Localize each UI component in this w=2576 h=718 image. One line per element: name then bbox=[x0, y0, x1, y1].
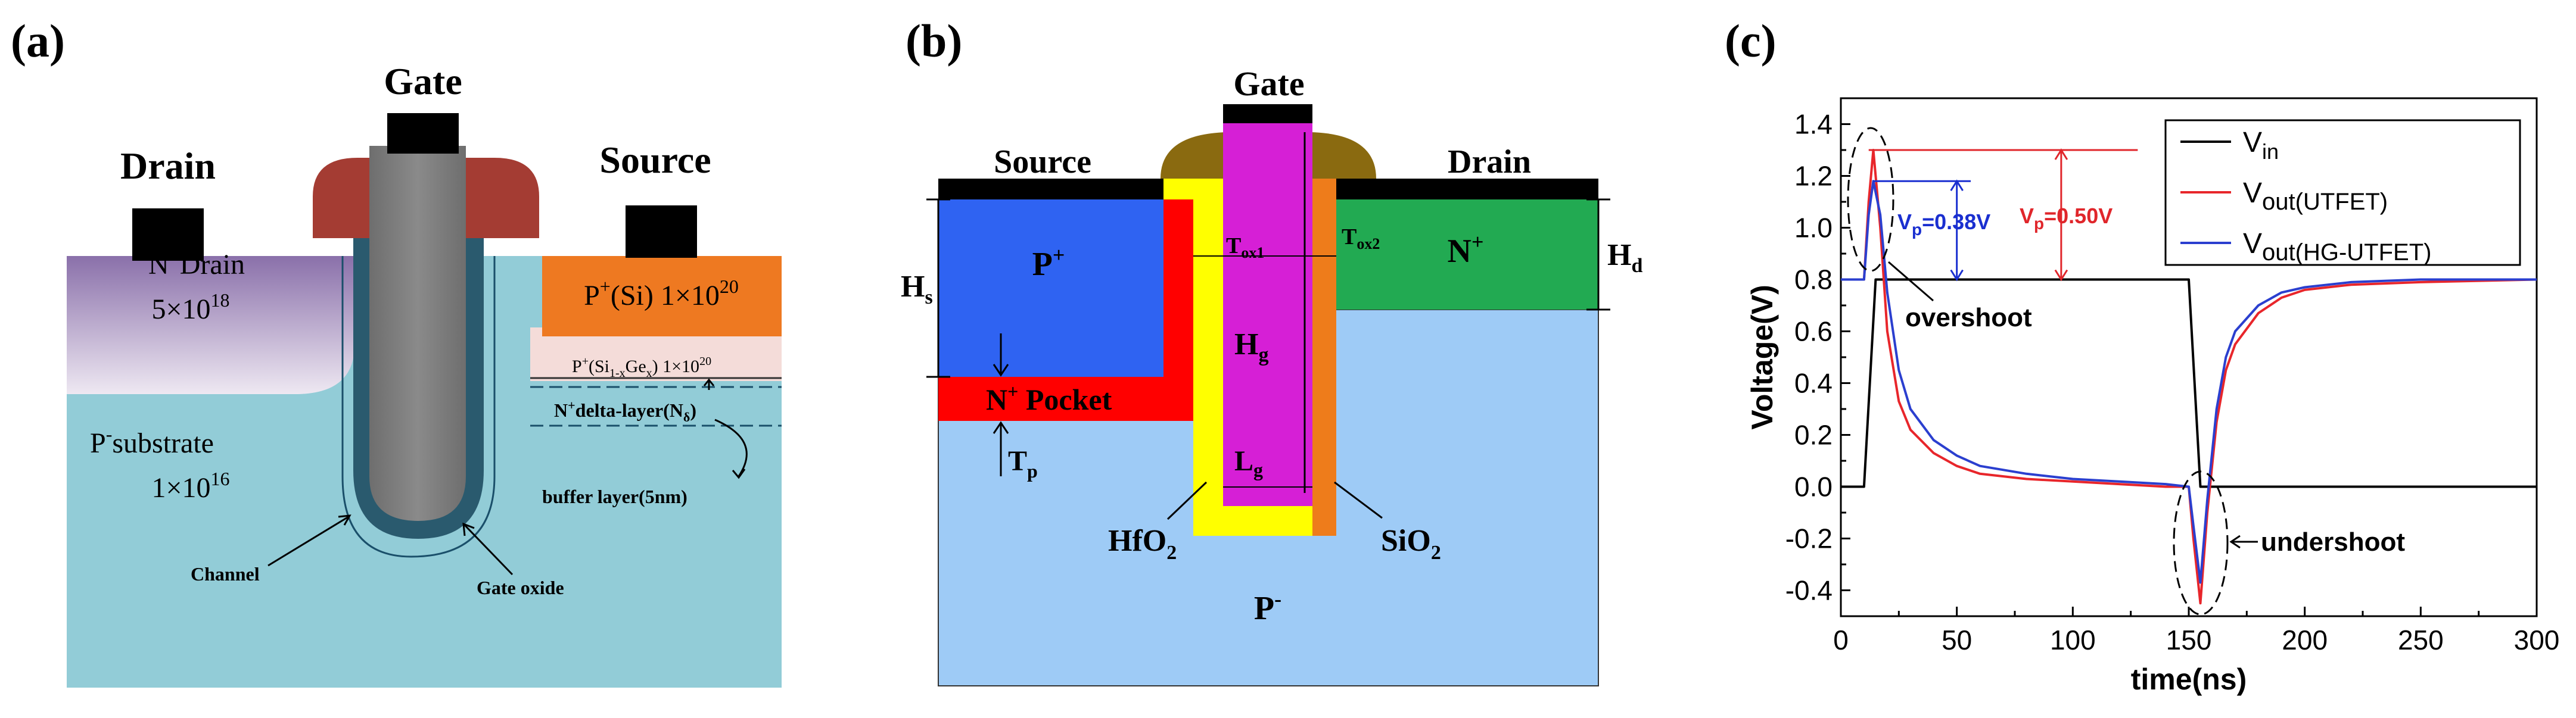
lg-label: Lg bbox=[1234, 445, 1263, 480]
vp2-label: Vp=0.50V bbox=[2020, 204, 2113, 233]
drain-contact bbox=[132, 208, 204, 261]
x-axis-label: time(ns) bbox=[2131, 663, 2247, 696]
y-tick-label: 0.8 bbox=[1794, 264, 1833, 295]
series-lines bbox=[1841, 149, 2537, 605]
x-tick-label: 300 bbox=[2514, 625, 2560, 655]
panel-c-label: (c) bbox=[1725, 15, 1777, 67]
drain-contact bbox=[1336, 179, 1598, 199]
gate-label: Gate bbox=[1233, 64, 1304, 103]
y-tick-label: 0.0 bbox=[1794, 472, 1833, 502]
x-ticks: 0 50 100 150 200 250 300 bbox=[1833, 607, 2559, 655]
gate-label: Gate bbox=[384, 60, 462, 102]
delta-layer-label: N+delta-layer(Nδ) bbox=[554, 398, 696, 424]
source-region-label: P+(Si) 1×1020 bbox=[584, 276, 739, 311]
undershoot-ellipse bbox=[2173, 470, 2229, 616]
y-tick-label: -0.4 bbox=[1785, 575, 1833, 606]
legend-entry-utfet: Vout(UTFET) bbox=[2243, 177, 2388, 215]
x-tick-label: 200 bbox=[2282, 625, 2328, 655]
gate-electrode bbox=[1223, 110, 1312, 506]
pocket-label: N+ Pocket bbox=[986, 380, 1112, 416]
panel-a: (a) bbox=[11, 15, 782, 688]
source-region bbox=[542, 256, 782, 336]
vin-line bbox=[1841, 278, 2537, 488]
x-tick-label: 50 bbox=[1942, 625, 1972, 655]
overshoot-label: overshoot bbox=[1905, 303, 2032, 332]
source-label: Source bbox=[599, 139, 711, 181]
drain-region-label: N+Drain bbox=[148, 245, 245, 280]
utfet-line bbox=[1841, 149, 2537, 605]
vp-annotations bbox=[1868, 148, 2138, 282]
y-tick-label: 1.0 bbox=[1794, 213, 1833, 244]
vp2-arrow-top bbox=[2054, 148, 2068, 160]
legend-entry-hgutfet: Vout(HG-UTFET) bbox=[2243, 228, 2431, 266]
y-ticks: -0.4 -0.2 0.0 0.2 0.4 0.6 0.8 1.0 1.2 1.4 bbox=[1785, 97, 1850, 606]
hfo2-layer bbox=[1193, 179, 1223, 536]
source-contact bbox=[626, 205, 697, 258]
n-pocket bbox=[938, 377, 1193, 421]
vp1-arrow-top bbox=[1950, 179, 1964, 191]
hs-label: Hs bbox=[901, 270, 933, 308]
vp1-arrow-bottom bbox=[1950, 269, 1964, 282]
gate-contact bbox=[1223, 104, 1312, 123]
hfo2-label: HfO2 bbox=[1108, 524, 1177, 564]
channel-label: Channel bbox=[191, 563, 260, 585]
gate-oxide-label: Gate oxide bbox=[477, 577, 564, 598]
overshoot-ellipse bbox=[1847, 127, 1894, 272]
hgutfet-line bbox=[1841, 180, 2537, 584]
sige-label: P+(Si1-xGex) 1×1020 bbox=[572, 355, 711, 380]
x-tick-label: 100 bbox=[2050, 625, 2096, 655]
y-tick-label: -0.2 bbox=[1785, 523, 1833, 554]
y-tick-label: 1.4 bbox=[1794, 109, 1833, 140]
drain-label: Drain bbox=[1448, 143, 1531, 180]
substrate-doping-label: 1×1016 bbox=[151, 468, 229, 504]
buffer-layer-label: buffer layer(5nm) bbox=[542, 486, 687, 507]
n-plus-label: N+ bbox=[1448, 230, 1484, 270]
substrate-label: P-substrate bbox=[90, 423, 214, 459]
p-plus-label: P+ bbox=[1032, 243, 1065, 283]
vp2-arrow-bottom bbox=[2054, 269, 2068, 282]
source-region bbox=[938, 199, 1163, 377]
drain-label: Drain bbox=[120, 145, 216, 187]
sio2-label: SiO2 bbox=[1381, 524, 1441, 564]
panel-c: (c) 0 50 100 150 200 250 300 -0.4 -0.2 0.0 0.2 0.4… bbox=[1725, 15, 2559, 696]
source-contact bbox=[938, 179, 1163, 199]
x-tick-label: 250 bbox=[2398, 625, 2444, 655]
drain-region bbox=[1336, 199, 1598, 310]
y-axis-label: Voltage(V) bbox=[1746, 285, 1779, 430]
p-minus-label: P- bbox=[1254, 587, 1281, 627]
drain-doping-label: 5×1018 bbox=[151, 289, 229, 325]
panel-a-label: (a) bbox=[11, 15, 65, 67]
tp-label: Tp bbox=[1008, 445, 1038, 482]
buffer-layer-outline bbox=[341, 256, 496, 558]
legend-entry-vin: Vin bbox=[2243, 127, 2279, 164]
y-tick-label: 0.6 bbox=[1794, 316, 1833, 347]
drain-region bbox=[67, 256, 354, 394]
undershoot-label: undershoot bbox=[2261, 527, 2405, 557]
source-label: Source bbox=[994, 143, 1091, 180]
x-tick-label: 150 bbox=[2166, 625, 2212, 655]
panel-b-label: (b) bbox=[906, 15, 962, 67]
hg-label: Hg bbox=[1234, 327, 1268, 366]
hd-label: Hd bbox=[1607, 238, 1642, 277]
y-tick-label: 0.2 bbox=[1794, 420, 1833, 451]
voltage-time-plot: 0 50 100 150 200 250 300 -0.4 -0.2 0.0 0.2 0.4 0.6 0… bbox=[1746, 97, 2559, 696]
panel-b: (b) Gate Source Drain P+ N+ N+ Pocket bbox=[901, 15, 1642, 686]
tox1-label: Tox1 bbox=[1226, 233, 1264, 261]
y-tick-label: 0.4 bbox=[1794, 368, 1833, 399]
tox2-label: Tox2 bbox=[1342, 224, 1380, 252]
sio2-layer bbox=[1312, 179, 1336, 536]
vp1-label: Vp=0.38V bbox=[1897, 210, 1990, 239]
x-tick-label: 0 bbox=[1833, 625, 1849, 655]
y-tick-label: 1.2 bbox=[1794, 161, 1833, 192]
gate-electrode bbox=[369, 146, 466, 521]
gate-contact bbox=[387, 113, 459, 154]
